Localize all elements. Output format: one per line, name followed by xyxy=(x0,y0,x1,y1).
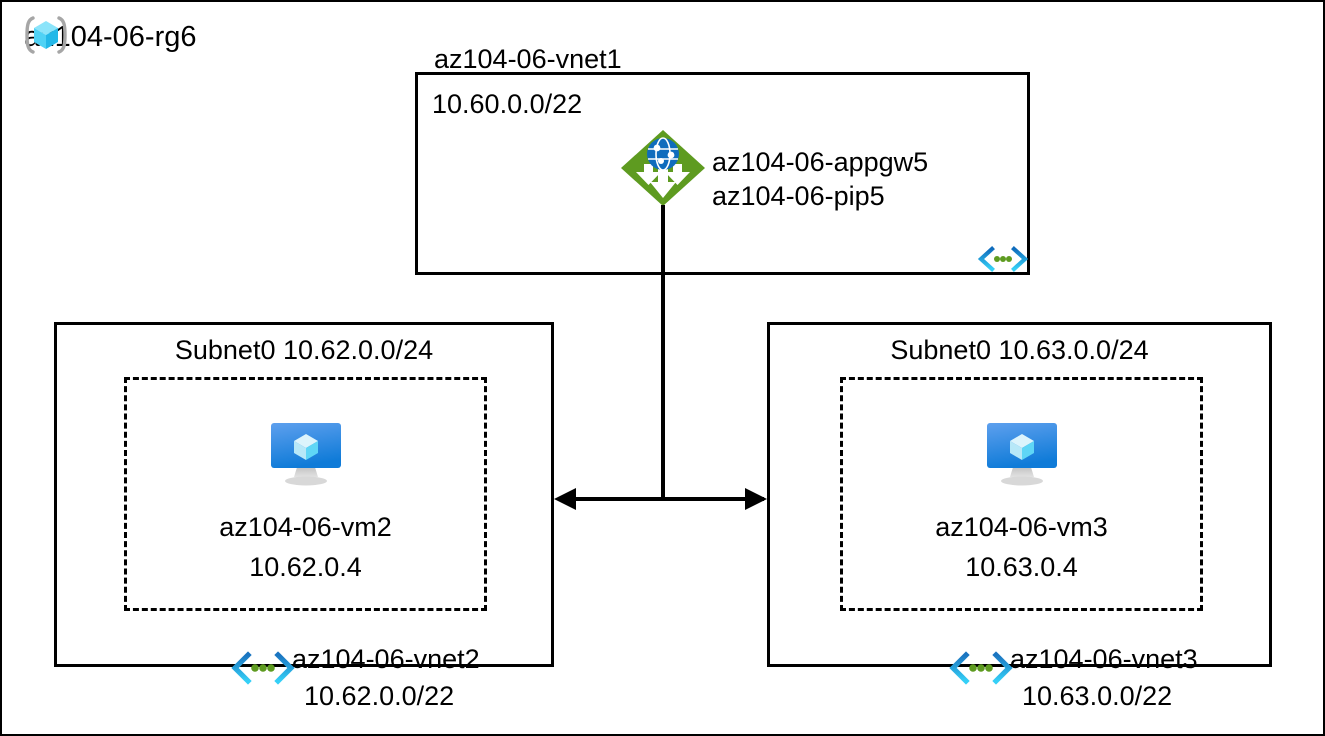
peering-arrowhead-right xyxy=(745,488,767,510)
vnet2-cidr: 10.62.0.0/22 xyxy=(304,681,455,711)
resource-group-header: az104-06-rg6 xyxy=(24,15,197,54)
appgw-vertical-connector xyxy=(661,205,665,501)
vnet3-subnet-label: Subnet0 10.63.0.0/24 xyxy=(890,335,1149,365)
vnet3-virtual-network-icon xyxy=(945,650,1017,691)
appgw-public-ip: az104-06-pip5 xyxy=(712,181,885,211)
vnet3-name: az104-06-vnet3 xyxy=(1010,644,1198,674)
vnet2-vm-name: az104-06-vm2 xyxy=(219,512,392,542)
vnet3-subnet-dashed-box xyxy=(840,377,1203,611)
vnet2-name: az104-06-vnet2 xyxy=(292,644,480,674)
vnet1-title: az104-06-vnet1 xyxy=(434,44,622,74)
vnet3-cidr: 10.63.0.0/22 xyxy=(1022,681,1173,711)
vnet3-vm-name: az104-06-vm3 xyxy=(935,512,1108,542)
appgw-name: az104-06-appgw5 xyxy=(712,147,929,177)
vnet2-virtual-network-icon xyxy=(227,650,299,691)
vnet1-virtual-network-icon xyxy=(975,245,1031,278)
vnet2-virtual-machine-icon xyxy=(265,417,347,494)
vnet3-vm-ip: 10.63.0.4 xyxy=(965,552,1078,582)
vnet2-box xyxy=(54,322,554,667)
peering-arrowhead-left xyxy=(554,488,576,510)
vnet2-subnet-label: Subnet0 10.62.0.0/24 xyxy=(174,335,434,365)
vnet2-subnet-dashed-box xyxy=(124,377,487,611)
vnet-peering-connector xyxy=(558,497,764,501)
vnet1-cidr: 10.60.0.0/22 xyxy=(432,89,583,119)
application-gateway-icon xyxy=(619,128,707,213)
vnet3-virtual-machine-icon xyxy=(981,417,1063,494)
vnet2-vm-ip: 10.62.0.4 xyxy=(249,552,362,582)
vnet3-box xyxy=(767,322,1272,667)
resource-group-cube-icon xyxy=(24,13,68,62)
vnet1-box xyxy=(415,72,1030,275)
